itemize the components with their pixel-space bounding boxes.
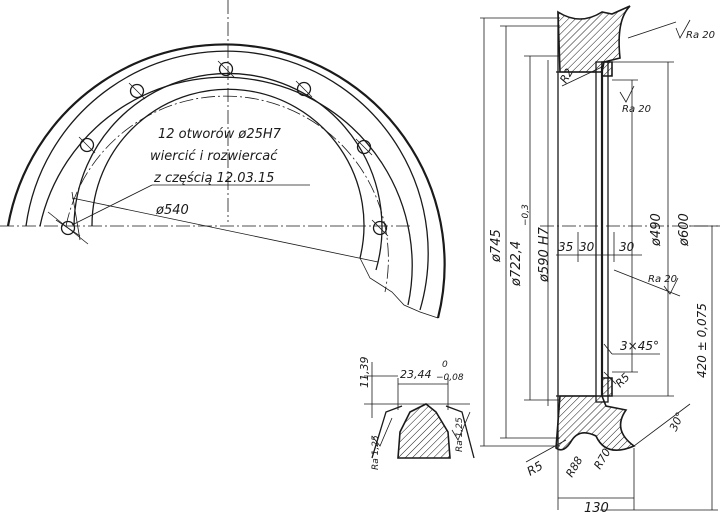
top-rim-section bbox=[557, 5, 631, 73]
ra-top-label: Ra 20 bbox=[686, 30, 715, 41]
bolt-hole bbox=[129, 83, 145, 99]
ra-mid2-leader bbox=[613, 269, 681, 297]
w2344-label: 23,44 bbox=[400, 368, 432, 381]
d745-label: ø745 bbox=[489, 229, 504, 263]
ring-hole-circle bbox=[65, 95, 389, 293]
bolt-hole bbox=[296, 81, 312, 97]
r2-label: R2 bbox=[557, 66, 576, 85]
w2344-lower-tol: −0,08 bbox=[436, 373, 464, 383]
ring-front-view: 12 otworów ø25H7 wiercić i rozwiercać z … bbox=[0, 0, 446, 319]
ra-left-label: Ra 1,25 bbox=[371, 435, 381, 470]
ra-right-label: Ra 1,25 bbox=[455, 417, 465, 452]
ring-outer-arc bbox=[6, 43, 446, 319]
ring-cross-section: ø745 ø722,4 −0,3 ø590 H7 ø490 ø600 35 30… bbox=[480, 5, 720, 516]
ring-arc-3 bbox=[39, 76, 413, 306]
ra-mid2-label: Ra 20 bbox=[648, 274, 677, 285]
d590-label: ø590 H7 bbox=[537, 226, 552, 283]
w130-label: 130 bbox=[584, 501, 609, 516]
bolt-hole bbox=[372, 220, 388, 236]
tooth-section bbox=[397, 403, 451, 459]
bolt-hole bbox=[79, 137, 95, 153]
r2-leader bbox=[561, 65, 605, 87]
ring-arc-2 bbox=[25, 50, 429, 311]
h1139-label: 11,39 bbox=[358, 357, 371, 389]
r88-label: R88 bbox=[563, 454, 585, 479]
r5-bottom-label: R5 bbox=[525, 458, 546, 478]
roughness-symbol bbox=[663, 277, 679, 295]
roughness-symbol bbox=[451, 411, 471, 441]
d420-label: 420 ± 0,075 bbox=[695, 303, 709, 378]
break-line-right bbox=[359, 257, 439, 319]
roughness-symbol bbox=[619, 85, 635, 103]
d540-label: ø540 bbox=[155, 203, 189, 218]
ring-inner-arc bbox=[91, 88, 365, 259]
note-leader bbox=[71, 184, 153, 226]
roughness-symbol bbox=[675, 19, 691, 39]
d600-label: ø600 bbox=[677, 213, 692, 247]
d540-dimension-line bbox=[71, 197, 379, 263]
w30a-label: 30 bbox=[579, 240, 595, 254]
bolt-hole bbox=[60, 220, 76, 236]
bottom-rim-section bbox=[555, 395, 636, 452]
roughness-symbol bbox=[371, 417, 393, 447]
w30b-label: 30 bbox=[619, 240, 635, 254]
d722-label: ø722,4 bbox=[509, 241, 524, 287]
r5-top-label: R5 bbox=[613, 371, 633, 391]
tooth-detail: 11,39 23,44 0 −0,08 Ra 1,25 Ra 1,25 bbox=[358, 357, 475, 470]
ra-mid-label: Ra 20 bbox=[622, 104, 651, 115]
bolt-hole bbox=[218, 61, 234, 77]
hole-note-line1: 12 otworów ø25H7 bbox=[158, 127, 282, 142]
ra-top-leader bbox=[627, 21, 677, 39]
ring-arc-4 bbox=[73, 72, 383, 271]
hole-note-line2: wiercić i rozwiercać bbox=[150, 149, 278, 164]
d722-tolerance: −0,3 bbox=[521, 204, 531, 226]
bolt-hole-markers bbox=[55, 60, 389, 237]
w2344-upper-tol: 0 bbox=[442, 360, 448, 370]
angle30-label: 30° bbox=[667, 410, 687, 433]
chamfer-label: 3×45° bbox=[620, 339, 659, 353]
hole-note-line3: z częścią 12.03.15 bbox=[153, 171, 274, 186]
w35-label: 35 bbox=[558, 240, 573, 254]
bolt-hole bbox=[356, 139, 372, 155]
d490-label: ø490 bbox=[649, 213, 664, 247]
